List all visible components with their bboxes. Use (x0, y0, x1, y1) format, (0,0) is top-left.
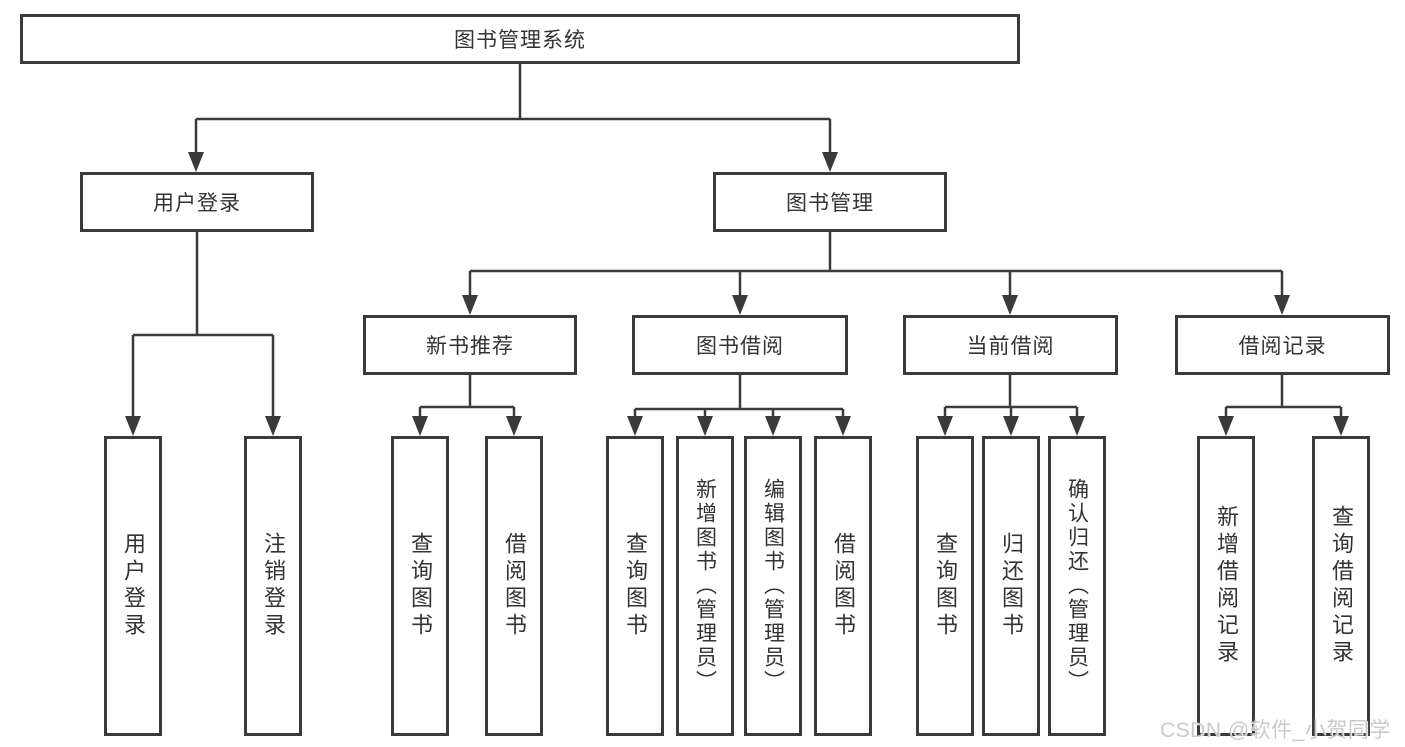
csdn-watermark: CSDN @软件_小贺同学 (1160, 719, 1391, 742)
leaf-borrow-borrow-books: 借阅图书 (814, 436, 872, 736)
leaf-user-login-label: 用户登录 (121, 532, 146, 640)
leaf-current-query-books: 查询图书 (916, 436, 974, 736)
leaf-borrow-add-books-admin-label: 新增图书（管理员） (693, 478, 717, 694)
leaf-logout-label: 注销登录 (261, 532, 286, 640)
leaf-current-query-books-label: 查询图书 (933, 532, 958, 640)
node-book-borrowing-label: 图书借阅 (696, 335, 784, 358)
node-user-login: 用户登录 (80, 172, 314, 232)
node-library-management-system: 图书管理系统 (20, 14, 1020, 64)
node-current-borrowing-label: 当前借阅 (966, 335, 1055, 358)
node-book-management: 图书管理 (713, 172, 947, 232)
leaf-records-query-record: 查询借阅记录 (1312, 436, 1370, 736)
leaf-current-return-books: 归还图书 (982, 436, 1040, 736)
leaf-borrow-query-books: 查询图书 (606, 436, 664, 736)
leaf-newbook-borrow-books: 借阅图书 (485, 436, 543, 736)
leaf-newbook-query-books: 查询图书 (391, 436, 449, 736)
leaf-current-confirm-return-admin: 确认归还（管理员） (1048, 436, 1106, 736)
node-book-borrowing: 图书借阅 (632, 315, 848, 375)
leaf-newbook-query-books-label: 查询图书 (408, 532, 433, 640)
leaf-current-confirm-return-admin-label: 确认归还（管理员） (1065, 478, 1089, 694)
node-current-borrowing: 当前借阅 (903, 315, 1118, 375)
leaf-borrow-query-books-label: 查询图书 (623, 532, 648, 640)
leaf-records-add-record-label: 新增借阅记录 (1214, 505, 1239, 667)
leaf-borrow-borrow-books-label: 借阅图书 (831, 532, 856, 640)
node-new-book-recommend: 新书推荐 (363, 315, 577, 375)
leaf-user-login: 用户登录 (104, 436, 162, 736)
leaf-newbook-borrow-books-label: 借阅图书 (502, 532, 527, 640)
leaf-logout: 注销登录 (244, 436, 302, 736)
node-user-login-label: 用户登录 (153, 192, 241, 215)
leaf-borrow-edit-books-admin-label: 编辑图书（管理员） (761, 478, 785, 694)
leaf-borrow-edit-books-admin: 编辑图书（管理员） (744, 436, 802, 736)
arrowheads (125, 152, 1349, 436)
node-book-management-label: 图书管理 (786, 192, 874, 215)
node-library-management-system-label: 图书管理系统 (454, 29, 586, 52)
leaf-current-return-books-label: 归还图书 (999, 532, 1024, 640)
node-borrowing-records-label: 借阅记录 (1238, 335, 1327, 358)
leaf-borrow-add-books-admin: 新增图书（管理员） (676, 436, 734, 736)
leaf-records-query-record-label: 查询借阅记录 (1329, 505, 1354, 667)
node-new-book-recommend-label: 新书推荐 (426, 335, 514, 358)
leaf-records-add-record: 新增借阅记录 (1197, 436, 1255, 736)
node-borrowing-records: 借阅记录 (1175, 315, 1390, 375)
